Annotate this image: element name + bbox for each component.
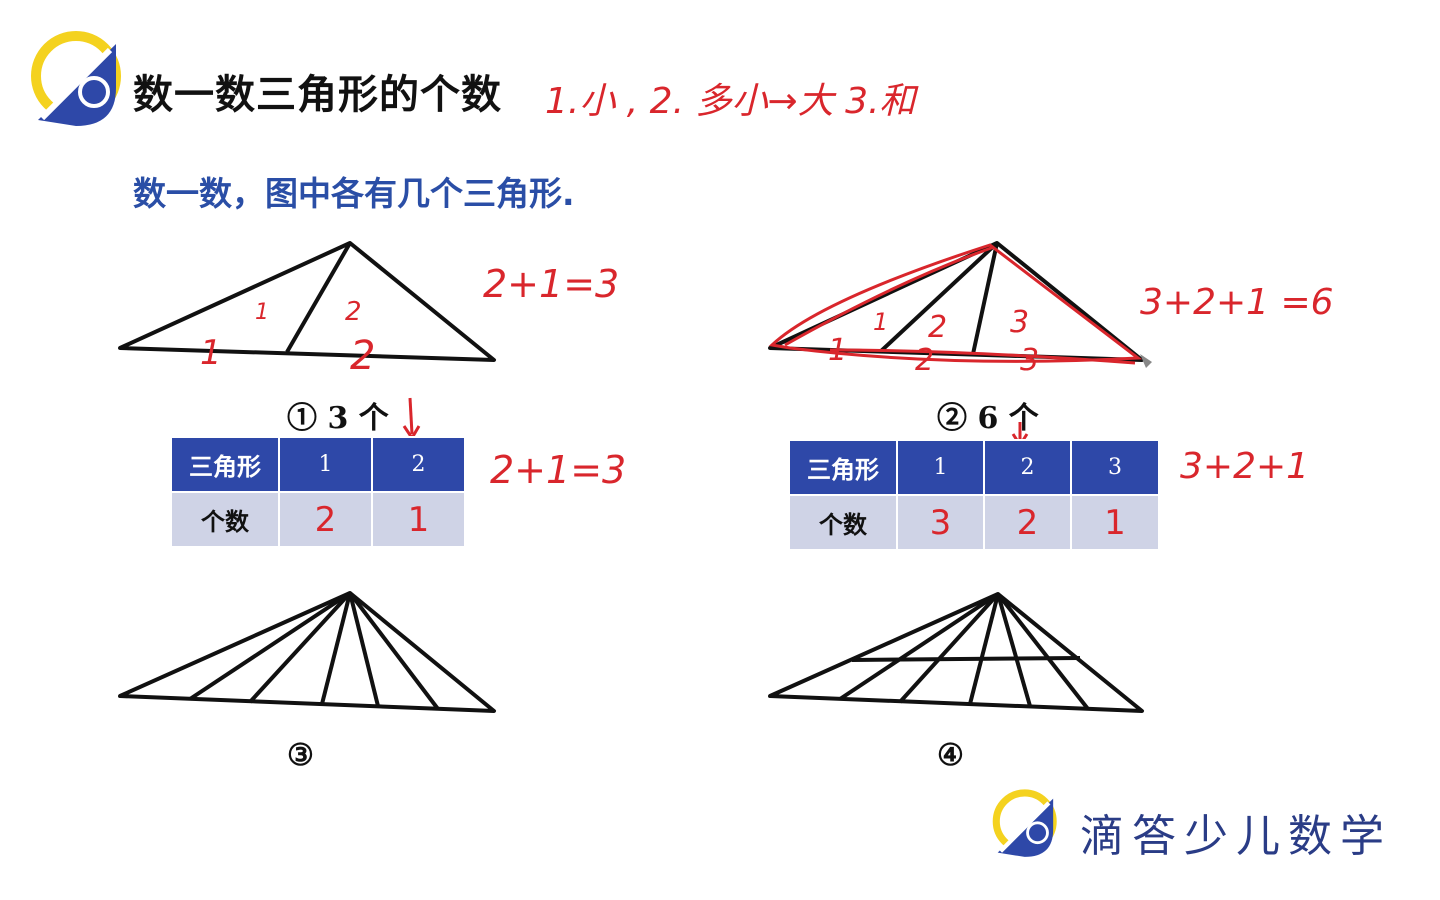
table2-cell: 3 bbox=[1070, 439, 1160, 496]
table1-cell: 1 bbox=[278, 436, 373, 493]
table1-count-cell: 1 bbox=[371, 491, 466, 548]
table2-cell: 2 bbox=[983, 439, 1072, 496]
figure1-label: ① 3 个 bbox=[287, 401, 389, 436]
mark-3b: 3 bbox=[1020, 343, 1040, 378]
count-table-2: 三角形 1 2 3 个数 3 2 1 bbox=[788, 439, 1160, 551]
figure3-label: ③ bbox=[287, 738, 314, 773]
table1-count-cell: 2 bbox=[278, 491, 373, 548]
mark-1b: 1 bbox=[255, 300, 269, 325]
table1-count-label: 个数 bbox=[170, 491, 280, 548]
logo-icon bbox=[992, 789, 1057, 857]
table1-header-label: 三角形 bbox=[170, 436, 280, 493]
table2-count-label: 个数 bbox=[788, 494, 898, 551]
mark-1a: 1 bbox=[828, 333, 848, 368]
count-table-1: 三角形 1 2 个数 2 1 bbox=[170, 436, 466, 548]
table1-equation: 2+1=3 bbox=[490, 448, 627, 492]
instruction-text: 数一数，图中各有几个三角形. bbox=[133, 174, 575, 213]
handwritten-note: 1.小 , 2. 多小→大 3.和 bbox=[545, 81, 916, 122]
table2-count-cell: 3 bbox=[896, 494, 985, 551]
figure1-equation: 2+1=3 bbox=[483, 262, 620, 306]
table2-count-cell: 1 bbox=[1070, 494, 1160, 551]
mark-2b: 2 bbox=[915, 343, 935, 378]
figure2-label: ② 6 个 bbox=[937, 401, 1039, 436]
table2-count-cell: 2 bbox=[983, 494, 1072, 551]
mark-1a: 1 bbox=[200, 333, 222, 373]
figure4-label: ④ bbox=[937, 738, 964, 773]
figure2-equation: 3+2+1 =6 bbox=[1140, 282, 1334, 323]
table2-equation: 3+2+1 bbox=[1180, 446, 1310, 487]
mark-1b: 1 bbox=[873, 308, 889, 336]
table2-cell: 1 bbox=[896, 439, 985, 496]
mark-3a: 3 bbox=[1010, 305, 1030, 340]
mark-2a: 2 bbox=[928, 310, 948, 345]
brand-name: 滴答少儿数学 bbox=[1080, 811, 1392, 862]
mark-2b: 2 bbox=[350, 333, 376, 379]
logo-icon bbox=[31, 31, 121, 126]
page-title: 数一数三角形的个数 bbox=[133, 72, 502, 118]
table1-cell: 2 bbox=[371, 436, 466, 493]
mark-2a: 2 bbox=[345, 297, 362, 327]
table2-header-label: 三角形 bbox=[788, 439, 898, 496]
